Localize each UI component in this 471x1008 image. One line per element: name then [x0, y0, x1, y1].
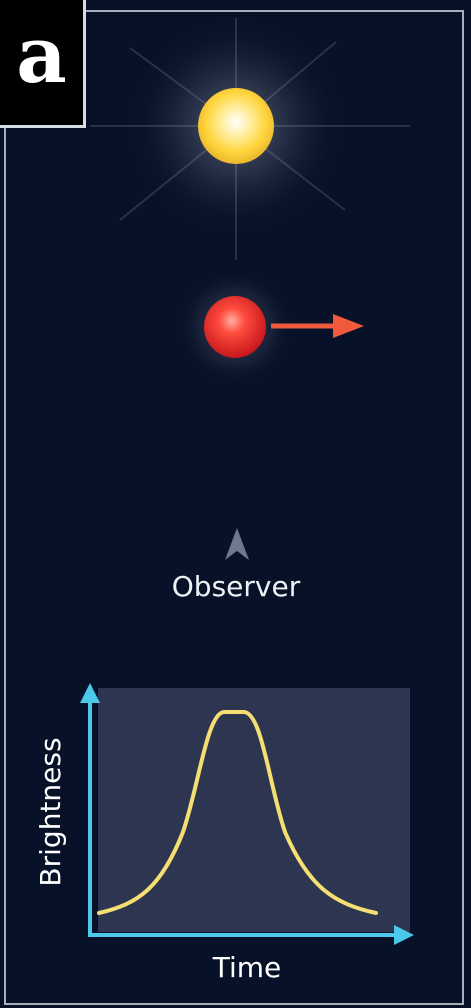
y-axis-arrowhead-icon — [80, 683, 100, 703]
brightness-curve — [97, 710, 378, 915]
time-axis-label: Time — [212, 951, 282, 984]
x-axis-arrowhead-icon — [394, 925, 414, 945]
lens-motion-arrow — [271, 314, 364, 338]
lens-star — [204, 296, 266, 358]
source-star — [198, 88, 274, 164]
panel-label: a — [0, 0, 86, 128]
observer-arrow-icon — [225, 528, 249, 560]
observer-label: Observer — [172, 570, 301, 603]
graph-panel-background — [98, 688, 410, 932]
brightness-axis-label: Brightness — [34, 737, 67, 886]
graph-axes — [80, 683, 414, 945]
